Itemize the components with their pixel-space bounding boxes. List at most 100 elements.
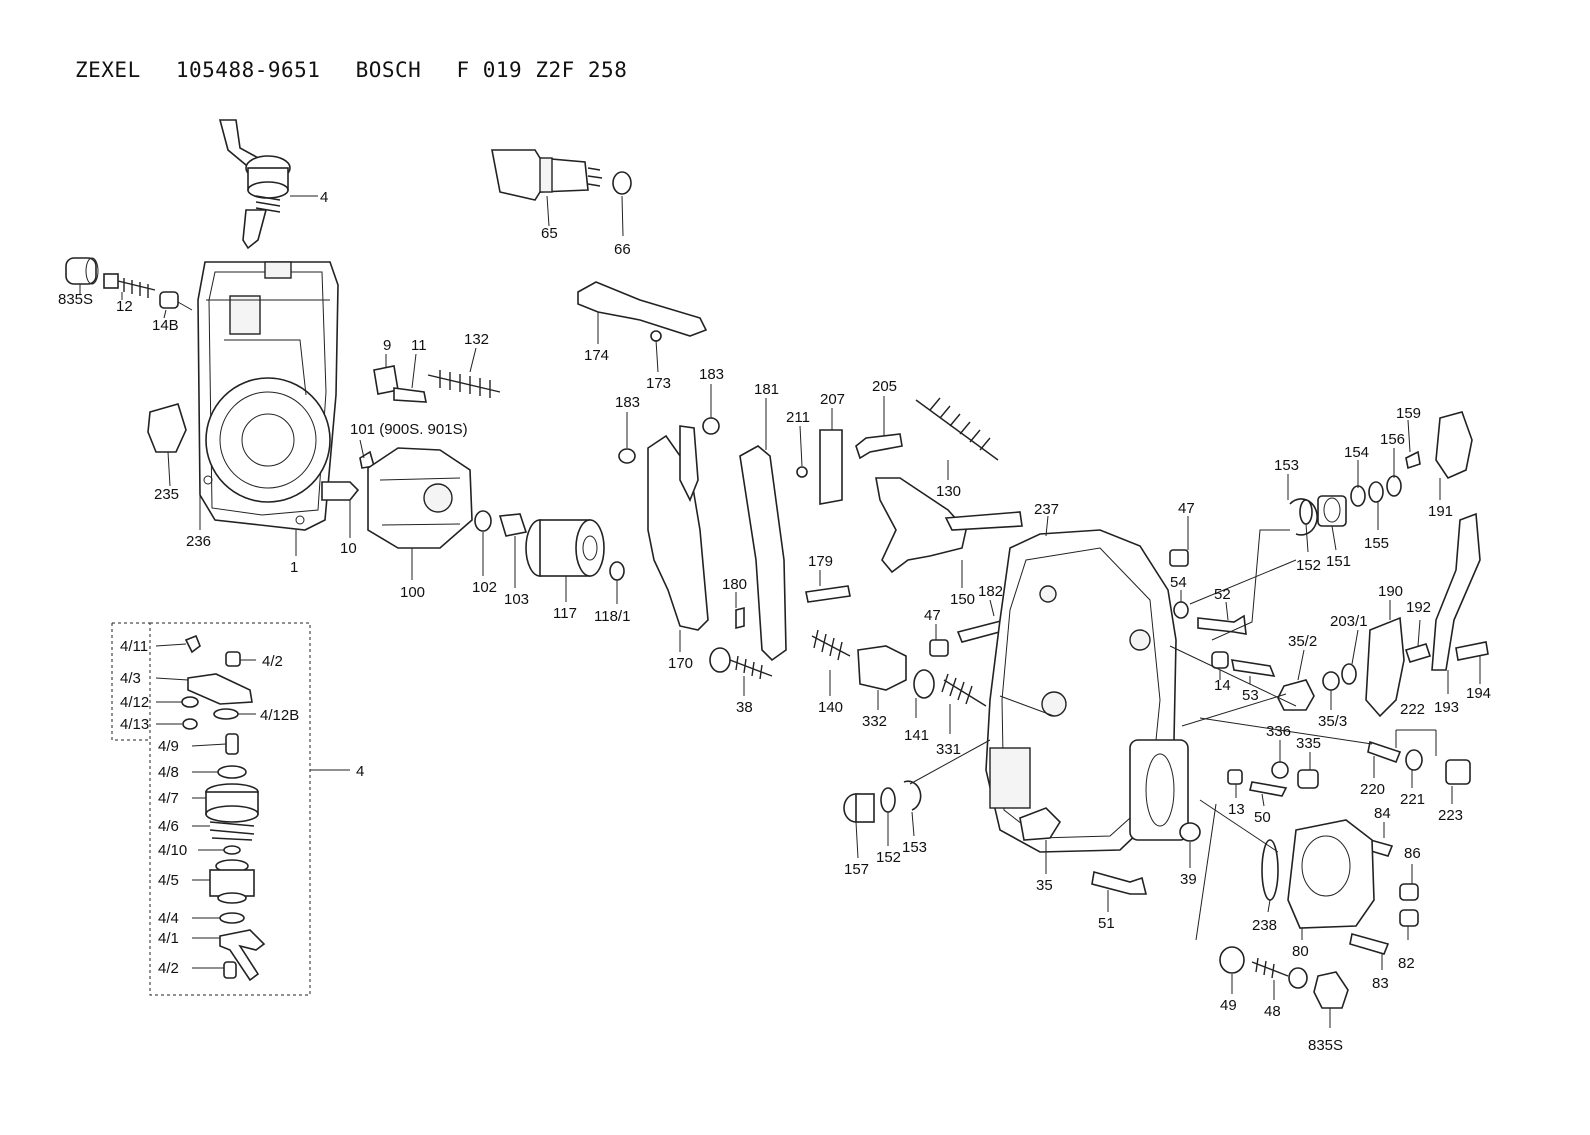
- label-220: 220: [1360, 781, 1385, 798]
- part-52-bolt: [1197, 614, 1247, 635]
- leader-lines: [79, 195, 1481, 1028]
- label-183-b: 183: [699, 366, 724, 383]
- part-220-screw: [1367, 740, 1402, 764]
- part-48-screw: [1251, 957, 1308, 989]
- part-80-cover: [1287, 819, 1375, 929]
- part-35-3-washer: [1322, 671, 1340, 691]
- label-332: 332: [862, 713, 887, 730]
- part-4-7-sleeve: [205, 783, 259, 823]
- part-181-tension-lever: [739, 445, 787, 662]
- part-141-nut: [913, 669, 935, 699]
- part-50-screw: [1249, 781, 1288, 797]
- label-211: 211: [786, 409, 810, 426]
- label-51: 51: [1098, 915, 1115, 932]
- part-180-pin: [735, 606, 745, 630]
- label-12: 12: [116, 298, 133, 315]
- label-4-1: 4/1: [158, 930, 179, 947]
- label-191: 191: [1428, 503, 1453, 520]
- label-159: 159: [1396, 405, 1421, 422]
- label-132: 132: [464, 331, 489, 348]
- label-331: 331: [936, 741, 961, 758]
- label-4-6: 4/6: [158, 818, 179, 835]
- part-35-bracket: [1019, 807, 1062, 841]
- label-66: 66: [614, 241, 631, 258]
- label-101: 101 (900S. 901S): [350, 421, 468, 438]
- label-174: 174: [584, 347, 609, 364]
- label-49: 49: [1220, 997, 1237, 1014]
- part-66-washer: [612, 171, 632, 195]
- label-11: 11: [411, 337, 427, 354]
- label-203-1: 203/1: [1330, 613, 1368, 630]
- label-48: 48: [1264, 1003, 1281, 1020]
- label-157: 157: [844, 861, 869, 878]
- part-4-11-screw: [184, 634, 201, 654]
- part-151-plug: [1317, 495, 1347, 527]
- part-336-washer: [1271, 761, 1289, 779]
- part-38-bolt: [709, 647, 773, 680]
- part-211-clip: [796, 466, 808, 478]
- label-151: 151: [1326, 553, 1351, 570]
- label-4-group: 4: [356, 763, 364, 780]
- label-221: 221: [1400, 791, 1425, 808]
- part-14b-nut: [159, 291, 179, 309]
- part-183-washer-a: [618, 448, 636, 464]
- label-335: 335: [1296, 735, 1321, 752]
- label-170: 170: [668, 655, 693, 672]
- label-237: 237: [1034, 501, 1059, 518]
- label-47-upper: 47: [1178, 500, 1195, 517]
- label-65: 65: [541, 225, 558, 242]
- label-153-upper: 153: [1274, 457, 1299, 474]
- label-10: 10: [340, 540, 357, 557]
- label-9: 9: [383, 337, 391, 354]
- part-53-screw: [1230, 659, 1276, 677]
- label-180: 180: [722, 576, 747, 593]
- label-82: 82: [1398, 955, 1415, 972]
- label-235: 235: [154, 486, 179, 503]
- part-83-bolt: [1349, 932, 1390, 955]
- part-103-sleeve: [498, 513, 528, 537]
- label-4: 4: [320, 189, 328, 206]
- label-117: 117: [553, 605, 577, 622]
- part-35-2-plug: [1277, 679, 1315, 711]
- part-205-pin: [855, 433, 903, 460]
- part-235-seal: [147, 403, 187, 453]
- part-4-12-washer: [181, 696, 199, 708]
- label-192: 192: [1406, 599, 1431, 616]
- label-154: 154: [1344, 444, 1369, 461]
- part-117-sleeve: [525, 519, 605, 577]
- brand-bosch: BOSCH: [355, 58, 422, 82]
- part-number-bosch: F 019 Z2F 258: [456, 58, 628, 82]
- label-35-2: 35/2: [1288, 633, 1317, 650]
- part-156-washer: [1386, 475, 1402, 497]
- label-141: 141: [904, 727, 929, 744]
- label-118-1: 118/1: [594, 608, 630, 625]
- label-153-lower: 153: [902, 839, 927, 856]
- part-173-clip: [650, 330, 662, 342]
- governor-housing: [197, 261, 339, 531]
- label-4-4: 4/4: [158, 910, 179, 927]
- part-179-screw: [805, 585, 851, 603]
- part-157-plug: [843, 793, 875, 823]
- label-103: 103: [504, 591, 529, 608]
- label-4-8: 4/8: [158, 764, 179, 781]
- part-159-key: [1405, 450, 1421, 470]
- label-205: 205: [872, 378, 897, 395]
- adjusting-lever-assembly: [218, 119, 291, 250]
- label-152-upper: 152: [1296, 557, 1321, 574]
- part-207-bracket: [819, 429, 843, 505]
- part-335-plug: [1297, 769, 1319, 789]
- label-13: 13: [1228, 801, 1245, 818]
- label-4-3: 4/3: [120, 670, 141, 687]
- label-155: 155: [1364, 535, 1389, 552]
- part-100-flyweight-carrier: [367, 447, 473, 549]
- label-4-7: 4/7: [158, 790, 179, 807]
- part-183-washer-b: [702, 417, 720, 435]
- label-222: 222: [1400, 701, 1425, 718]
- label-4-2-bottom: 4/2: [158, 960, 179, 977]
- part-4-5-body: [209, 859, 255, 904]
- label-102: 102: [472, 579, 497, 596]
- part-4-3-lever: [187, 673, 253, 705]
- label-140: 140: [818, 699, 843, 716]
